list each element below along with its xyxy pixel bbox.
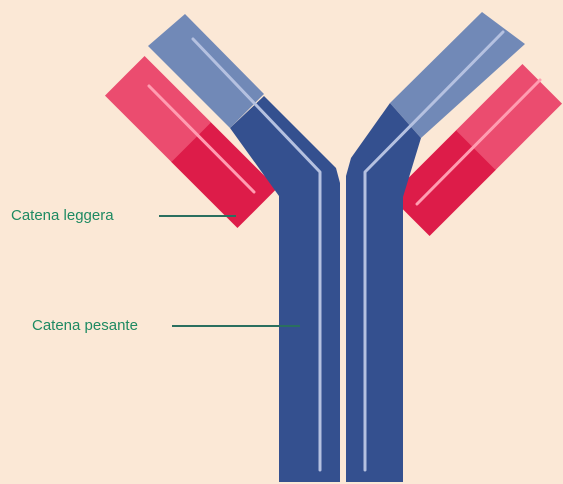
heavy-chain-left-constant: [230, 96, 340, 482]
heavy-chain-label: Catena pesante: [32, 317, 138, 335]
heavy-chain-left: [148, 14, 340, 482]
heavy-chain-right: [346, 12, 525, 482]
light-chain-label: Catena leggera: [11, 207, 114, 225]
heavy-chain-right-constant: [346, 103, 421, 482]
